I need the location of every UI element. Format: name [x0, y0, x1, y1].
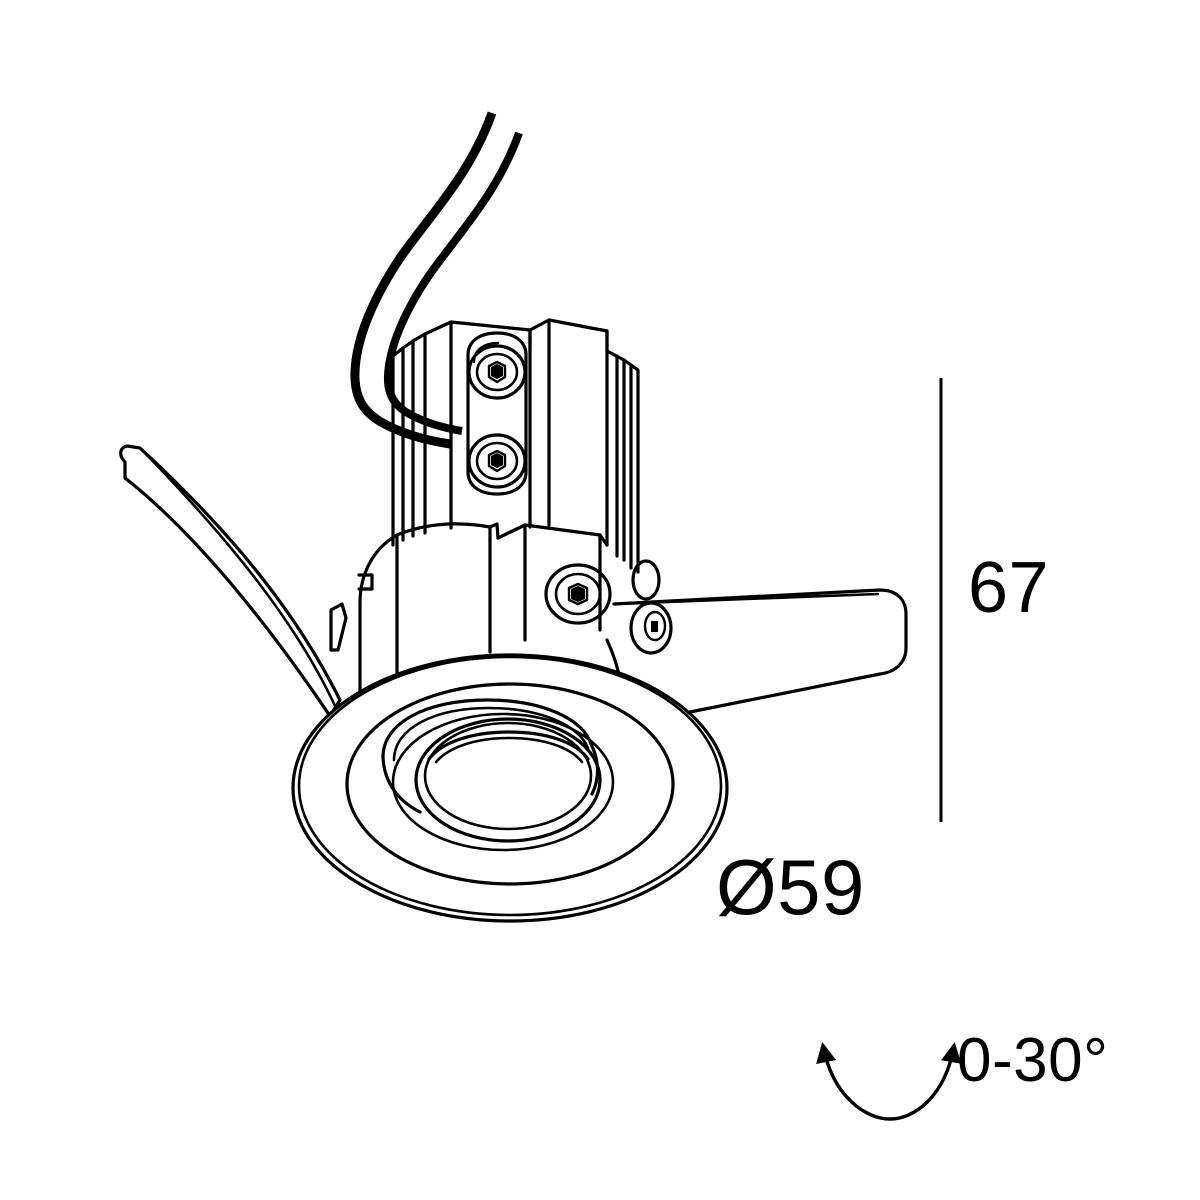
bracket-screw-upper-socket-fill [491, 364, 503, 379]
lens-aperture [414, 717, 602, 843]
bracket-screw-upper [467, 344, 527, 400]
fin-right-b [622, 358, 640, 574]
flange-hole-upper [631, 559, 661, 601]
lens-ring-outer [414, 717, 602, 843]
spring-clip-left [119, 444, 342, 718]
fin-left-top-chamfer [391, 346, 405, 358]
supply-cable-inner [383, 131, 523, 435]
tilt-arrow-curve [816, 1041, 962, 1121]
bracket-plate-outline [466, 331, 528, 496]
bracket-screw-upper-socket [487, 360, 507, 384]
bezel-inner-ring [345, 682, 675, 886]
tilting-housing [329, 522, 673, 772]
spring-clip-right [612, 588, 908, 730]
front-bezel-group [291, 653, 729, 923]
yoke-top-face [496, 523, 609, 547]
lens-bevel-top [427, 730, 590, 761]
bracket-screw-lower-socket [487, 449, 507, 473]
flange-screw-lower [629, 601, 673, 655]
reflector-outer-lip [391, 712, 615, 852]
pivot-screw-socket-fill [571, 586, 585, 602]
tilt-arrow-icon [816, 1041, 962, 1121]
reflector-cone-wall-left [381, 698, 593, 759]
heatsink-body [391, 318, 640, 574]
spring-clip-right-fold [612, 592, 880, 606]
housing-notch [357, 573, 374, 591]
bracket-screw-lower-socket-fill [491, 453, 503, 468]
height-dimension-label: 67 [968, 548, 1050, 628]
supply-cable-outer [350, 111, 497, 449]
spring-clip-group [119, 444, 908, 730]
bezel-outer-ring-2 [297, 655, 723, 917]
pivot-screw [544, 563, 612, 625]
bracket-plate [466, 331, 528, 496]
tilt-range-label: 0-30° [957, 1026, 1109, 1095]
housing-top-plate [488, 522, 500, 540]
pivot-screw-socket [567, 582, 589, 606]
body-left-top-edge [411, 332, 427, 343]
housing-tab [329, 602, 348, 652]
housing-body-upper-arc [395, 522, 492, 542]
body-right-top-face [528, 318, 609, 353]
lens-bevel-top-2 [434, 736, 584, 764]
lens-ring-inner [423, 721, 593, 831]
fin-left-chamfer-b [401, 339, 415, 350]
diameter-dimension-label: Ø59 [716, 843, 865, 931]
spring-clip-left-fold [138, 446, 338, 710]
supply-cable-group [350, 111, 523, 449]
flange-screw-lower-slot [651, 621, 658, 632]
housing-left-profile [358, 533, 399, 692]
bezel-outer-ring [291, 653, 729, 923]
bracket-screw-lower [467, 433, 527, 489]
